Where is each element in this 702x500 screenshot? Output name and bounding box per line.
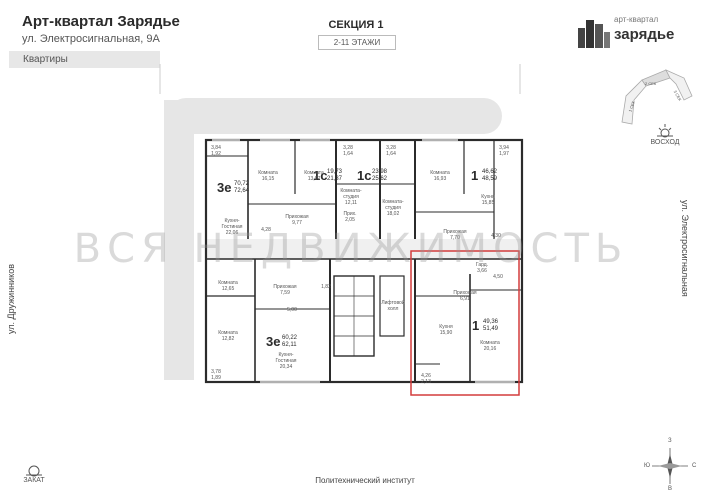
apt-a2-area2: 21,37 xyxy=(327,176,343,182)
section-title: СЕКЦИЯ 1 xyxy=(328,19,384,31)
compass-icon xyxy=(652,448,688,484)
room-label: 1,82 xyxy=(321,284,331,290)
section-floors-badge: 2-11 ЭТАЖИ xyxy=(318,35,396,50)
building-logo-icon xyxy=(578,20,610,48)
room-label: Кухня- Гостиная 20,34 xyxy=(275,352,297,370)
apt-a5-area2: 62,11 xyxy=(282,342,297,348)
room-label: 3,84 1,92 xyxy=(211,145,221,157)
compass-east: С xyxy=(692,463,697,469)
room-label: Прихожая 6,91 xyxy=(453,290,477,302)
room-label: Прихожая 7,70 xyxy=(443,229,467,241)
room-label: Гард. 3,66 xyxy=(475,262,489,274)
apt-a3-area2: 25,62 xyxy=(372,176,388,182)
room-label: 3,28 1,64 xyxy=(386,145,396,157)
compass-west: Ю xyxy=(644,463,651,469)
room-label: Комната 20,16 xyxy=(480,340,500,352)
room-label: 4,28 xyxy=(261,227,271,233)
logo-subtitle: арт-квартал xyxy=(614,15,659,24)
room-label: Комната 13,67 xyxy=(304,170,324,182)
project-address: ул. Электросигнальная, 9А xyxy=(22,33,160,45)
room-label: Кухня 15,90 xyxy=(439,324,453,336)
compass-south: В xyxy=(668,486,673,492)
apt-a4-area1: 46,62 xyxy=(482,169,498,175)
room-label: Комната 12,65 xyxy=(218,280,238,292)
apt-a4-type: 1 xyxy=(471,168,479,183)
street-right: ул. Электросигнальная xyxy=(680,200,690,297)
room-label: Комната 12,82 xyxy=(218,330,238,342)
compass-north: З xyxy=(668,438,672,444)
apt-a2-area1: 19,73 xyxy=(327,169,343,175)
apt-a5-type: 3е xyxy=(266,334,281,349)
room-label: Кухня- Гостиная 22,06 xyxy=(221,218,243,236)
apt-a1-type: 3е xyxy=(217,180,232,195)
sunrise-label: ВОСХОД xyxy=(650,139,680,146)
room-label: Лифтовой холл xyxy=(381,300,405,312)
section-keymap[interactable] xyxy=(612,66,698,128)
logo-name: зарядье xyxy=(614,26,675,43)
apt-a5-area1: 60,22 xyxy=(282,335,298,341)
room-label: Прихожая 7,59 xyxy=(273,284,297,296)
room-label: Комната- студия 12,11 xyxy=(340,188,362,206)
apt-a6-area2: 51,49 xyxy=(483,326,499,332)
sunset-label: ЗАКАТ xyxy=(23,477,45,484)
tab-apartments[interactable]: Квартиры xyxy=(9,51,160,68)
project-title: Арт-квартал Зарядье xyxy=(22,13,180,30)
apt-a4-area2: 48,59 xyxy=(482,176,498,182)
watermark: ВСЯ НЕДВИЖИМОСТЬ xyxy=(73,226,629,272)
apt-a2-type: 1с xyxy=(313,168,328,183)
sunrise-icon xyxy=(657,124,673,138)
room-label: Прих. 2,05 xyxy=(343,211,357,223)
apt-a1-area2: 72,64 xyxy=(234,188,250,194)
room-label: Кухня 15,85 xyxy=(481,194,495,206)
keymap-sec2: 2 СЕК xyxy=(645,81,657,86)
room-label: 3,94 1,97 xyxy=(499,145,509,157)
room-label: Комната- студия 18,02 xyxy=(382,199,404,217)
room-label: 3,28 1,64 xyxy=(343,145,353,157)
room-label: Прихожая 9,77 xyxy=(285,214,309,226)
floor-plan xyxy=(159,64,524,396)
room-label: Комната 16,93 xyxy=(430,170,450,182)
room-label: 4,26 2,13 xyxy=(421,373,431,385)
room-label: Комната 16,15 xyxy=(258,170,278,182)
room-label: 5,00 xyxy=(287,307,297,313)
apt-a1-area1: 70,72 xyxy=(234,181,250,187)
room-label: 4,50 xyxy=(493,274,503,280)
apt-a3-area1: 23,98 xyxy=(372,169,388,175)
street-bottom: Политехнический институт xyxy=(315,476,415,485)
room-label: 4,30 xyxy=(491,233,501,239)
sunset-icon xyxy=(26,465,42,477)
apt-a6-type: 1 xyxy=(472,318,480,333)
apt-a6-area1: 49,36 xyxy=(483,319,499,325)
room-label: 3,78 1,89 xyxy=(211,369,221,381)
apt-a3-type: 1с xyxy=(357,168,372,183)
